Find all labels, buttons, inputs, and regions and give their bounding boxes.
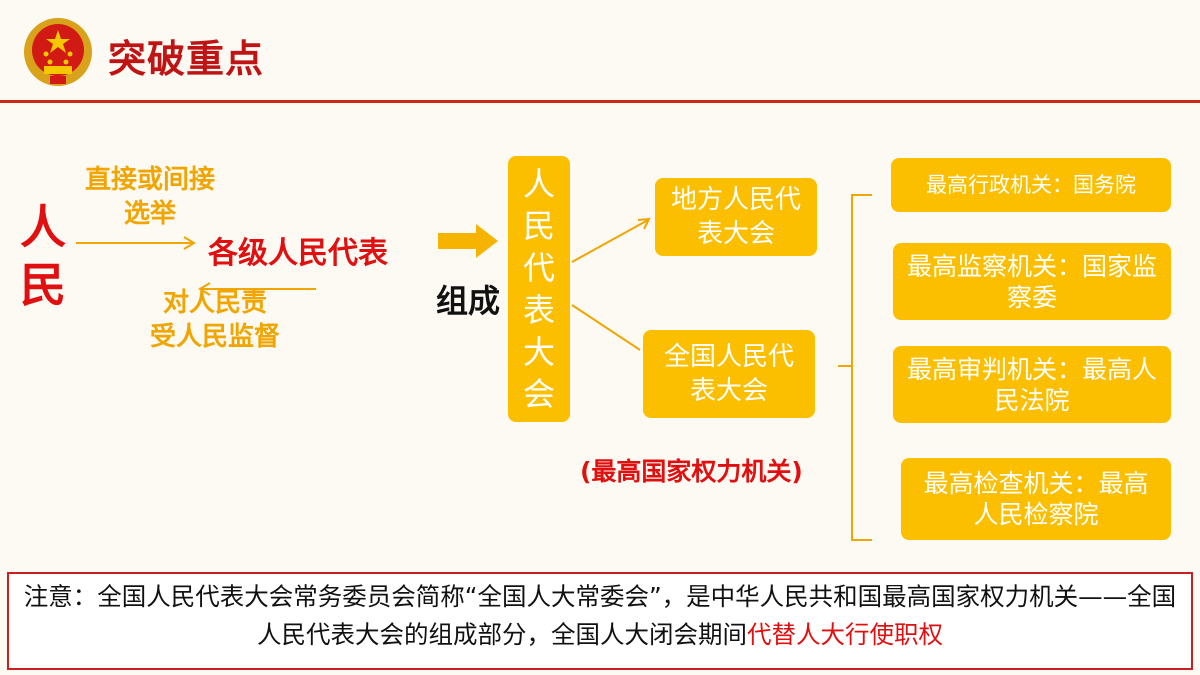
page-title: 突破重点 [108, 37, 265, 81]
responsible-label-line2: 受人民监督 [149, 322, 280, 352]
npc-char: 代 [522, 249, 555, 287]
people-label: 人民 [20, 200, 66, 312]
npc-char: 会 [522, 375, 555, 413]
npc-char: 表 [522, 291, 555, 329]
organ-box-court: 最高审判机关：最高人民法院 [893, 346, 1171, 423]
organ-box-state-council: 最高行政机关：国务院 [891, 158, 1171, 212]
local-branch-line [571, 219, 649, 263]
local-congress-box: 地方人民代表大会 [655, 178, 817, 256]
elect-label-line2: 选举 [123, 199, 176, 229]
organ-box-supervision: 最高监察机关：国家监察委 [893, 243, 1171, 320]
notice-text: 注意：全国人民代表大会常务委员会简称“全国人大常委会”，是中华人民共和国最高国家… [23, 582, 1177, 649]
npc-char: 大 [522, 333, 555, 371]
compose-arrow [438, 224, 498, 258]
notice-box: 注意：全国人民代表大会常务委员会简称“全国人大常委会”，是中华人民共和国最高国家… [7, 572, 1193, 670]
national-emblem-icon [20, 14, 96, 90]
npc-char: 人 [522, 165, 555, 203]
npc-box: 人 民 代 表 大 会 [508, 156, 570, 422]
responsible-label: 对人民责 受人民监督 [130, 286, 300, 354]
national-congress-box: 全国人民代表大会 [643, 330, 815, 418]
npc-char: 民 [522, 207, 555, 245]
organ-box-procuratorate: 最高检查机关：最高人民检察院 [901, 458, 1171, 540]
header-divider [0, 100, 1200, 103]
notice-highlight: 代替人大行使职权 [747, 620, 943, 649]
elect-label: 直接或间接 选举 [70, 163, 230, 231]
representatives-label: 各级人民代表 [208, 236, 388, 271]
organs-brace [838, 194, 872, 541]
national-branch-line [571, 304, 641, 351]
highest-power-note: (最高国家权力机关) [580, 457, 803, 486]
responsible-label-line1: 对人民责 [162, 288, 267, 318]
compose-label: 组成 [436, 282, 501, 320]
elect-label-line1: 直接或间接 [84, 165, 215, 195]
